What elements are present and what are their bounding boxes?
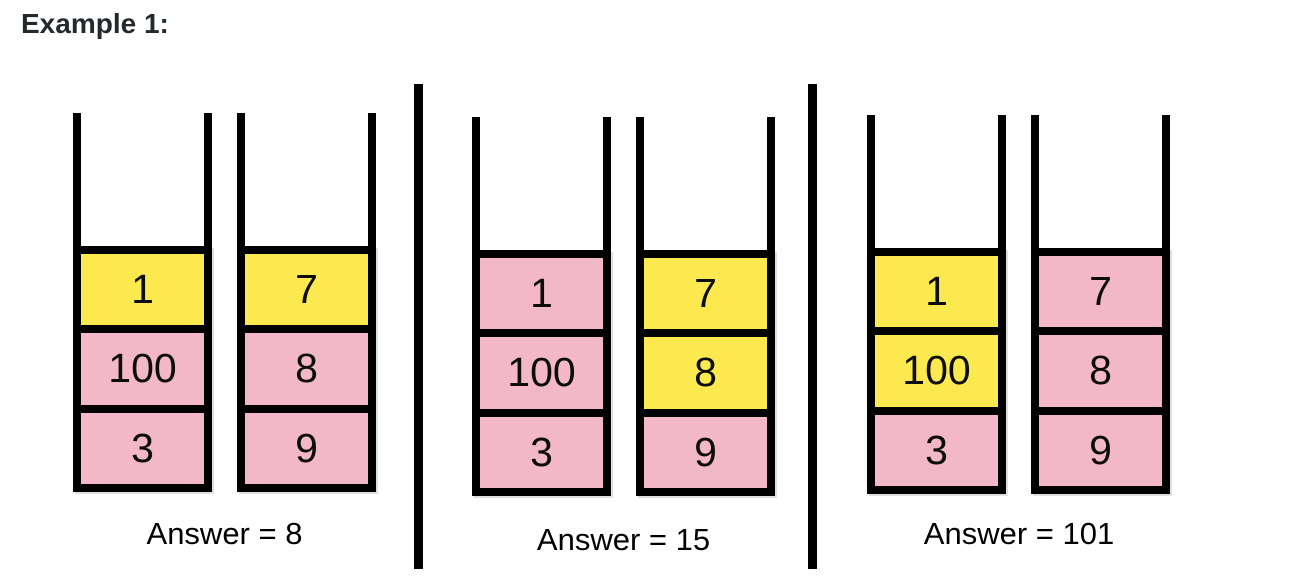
stack-right: 7 8 9 (1031, 115, 1170, 494)
stack-right: 7 8 9 (636, 117, 775, 496)
stack-left: 1 100 3 (867, 115, 1006, 494)
stack-cell: 3 (480, 416, 603, 488)
stack-cells: 7 8 9 (636, 250, 775, 496)
stack-cell: 8 (1039, 335, 1162, 407)
stack-cell: 9 (1039, 414, 1162, 486)
stack-cell: 100 (81, 333, 204, 405)
stack-cells: 7 8 9 (237, 246, 376, 492)
stack-cell: 3 (875, 414, 998, 486)
stack-cell: 100 (480, 337, 603, 409)
stack-cell: 7 (245, 254, 368, 326)
stack-cell: 9 (644, 416, 767, 488)
answer-label: Answer = 101 (923, 516, 1115, 551)
stack-cell: 9 (245, 412, 368, 484)
group-divider (808, 84, 817, 569)
stack-cell: 7 (1039, 256, 1162, 328)
stack-cell: 8 (644, 337, 767, 409)
stack-left: 1 100 3 (472, 117, 611, 496)
stack-cell: 1 (875, 256, 998, 328)
stack-cell: 1 (81, 254, 204, 326)
stack-cells: 7 8 9 (1031, 248, 1170, 494)
stack-cell: 3 (81, 412, 204, 484)
stack-cell: 7 (644, 258, 767, 330)
group-divider (414, 84, 423, 569)
stack-cell: 1 (480, 258, 603, 330)
page-title: Example 1: (21, 8, 169, 39)
stack-right: 7 8 9 (237, 113, 376, 492)
stack-cells: 1 100 3 (867, 248, 1006, 494)
stack-cells: 1 100 3 (472, 250, 611, 496)
stack-left: 1 100 3 (73, 113, 212, 492)
stack-cells: 1 100 3 (73, 246, 212, 492)
answer-label: Answer = 15 (536, 522, 711, 557)
answer-label: Answer = 8 (146, 516, 303, 551)
stack-cell: 100 (875, 335, 998, 407)
stack-cell: 8 (245, 333, 368, 405)
